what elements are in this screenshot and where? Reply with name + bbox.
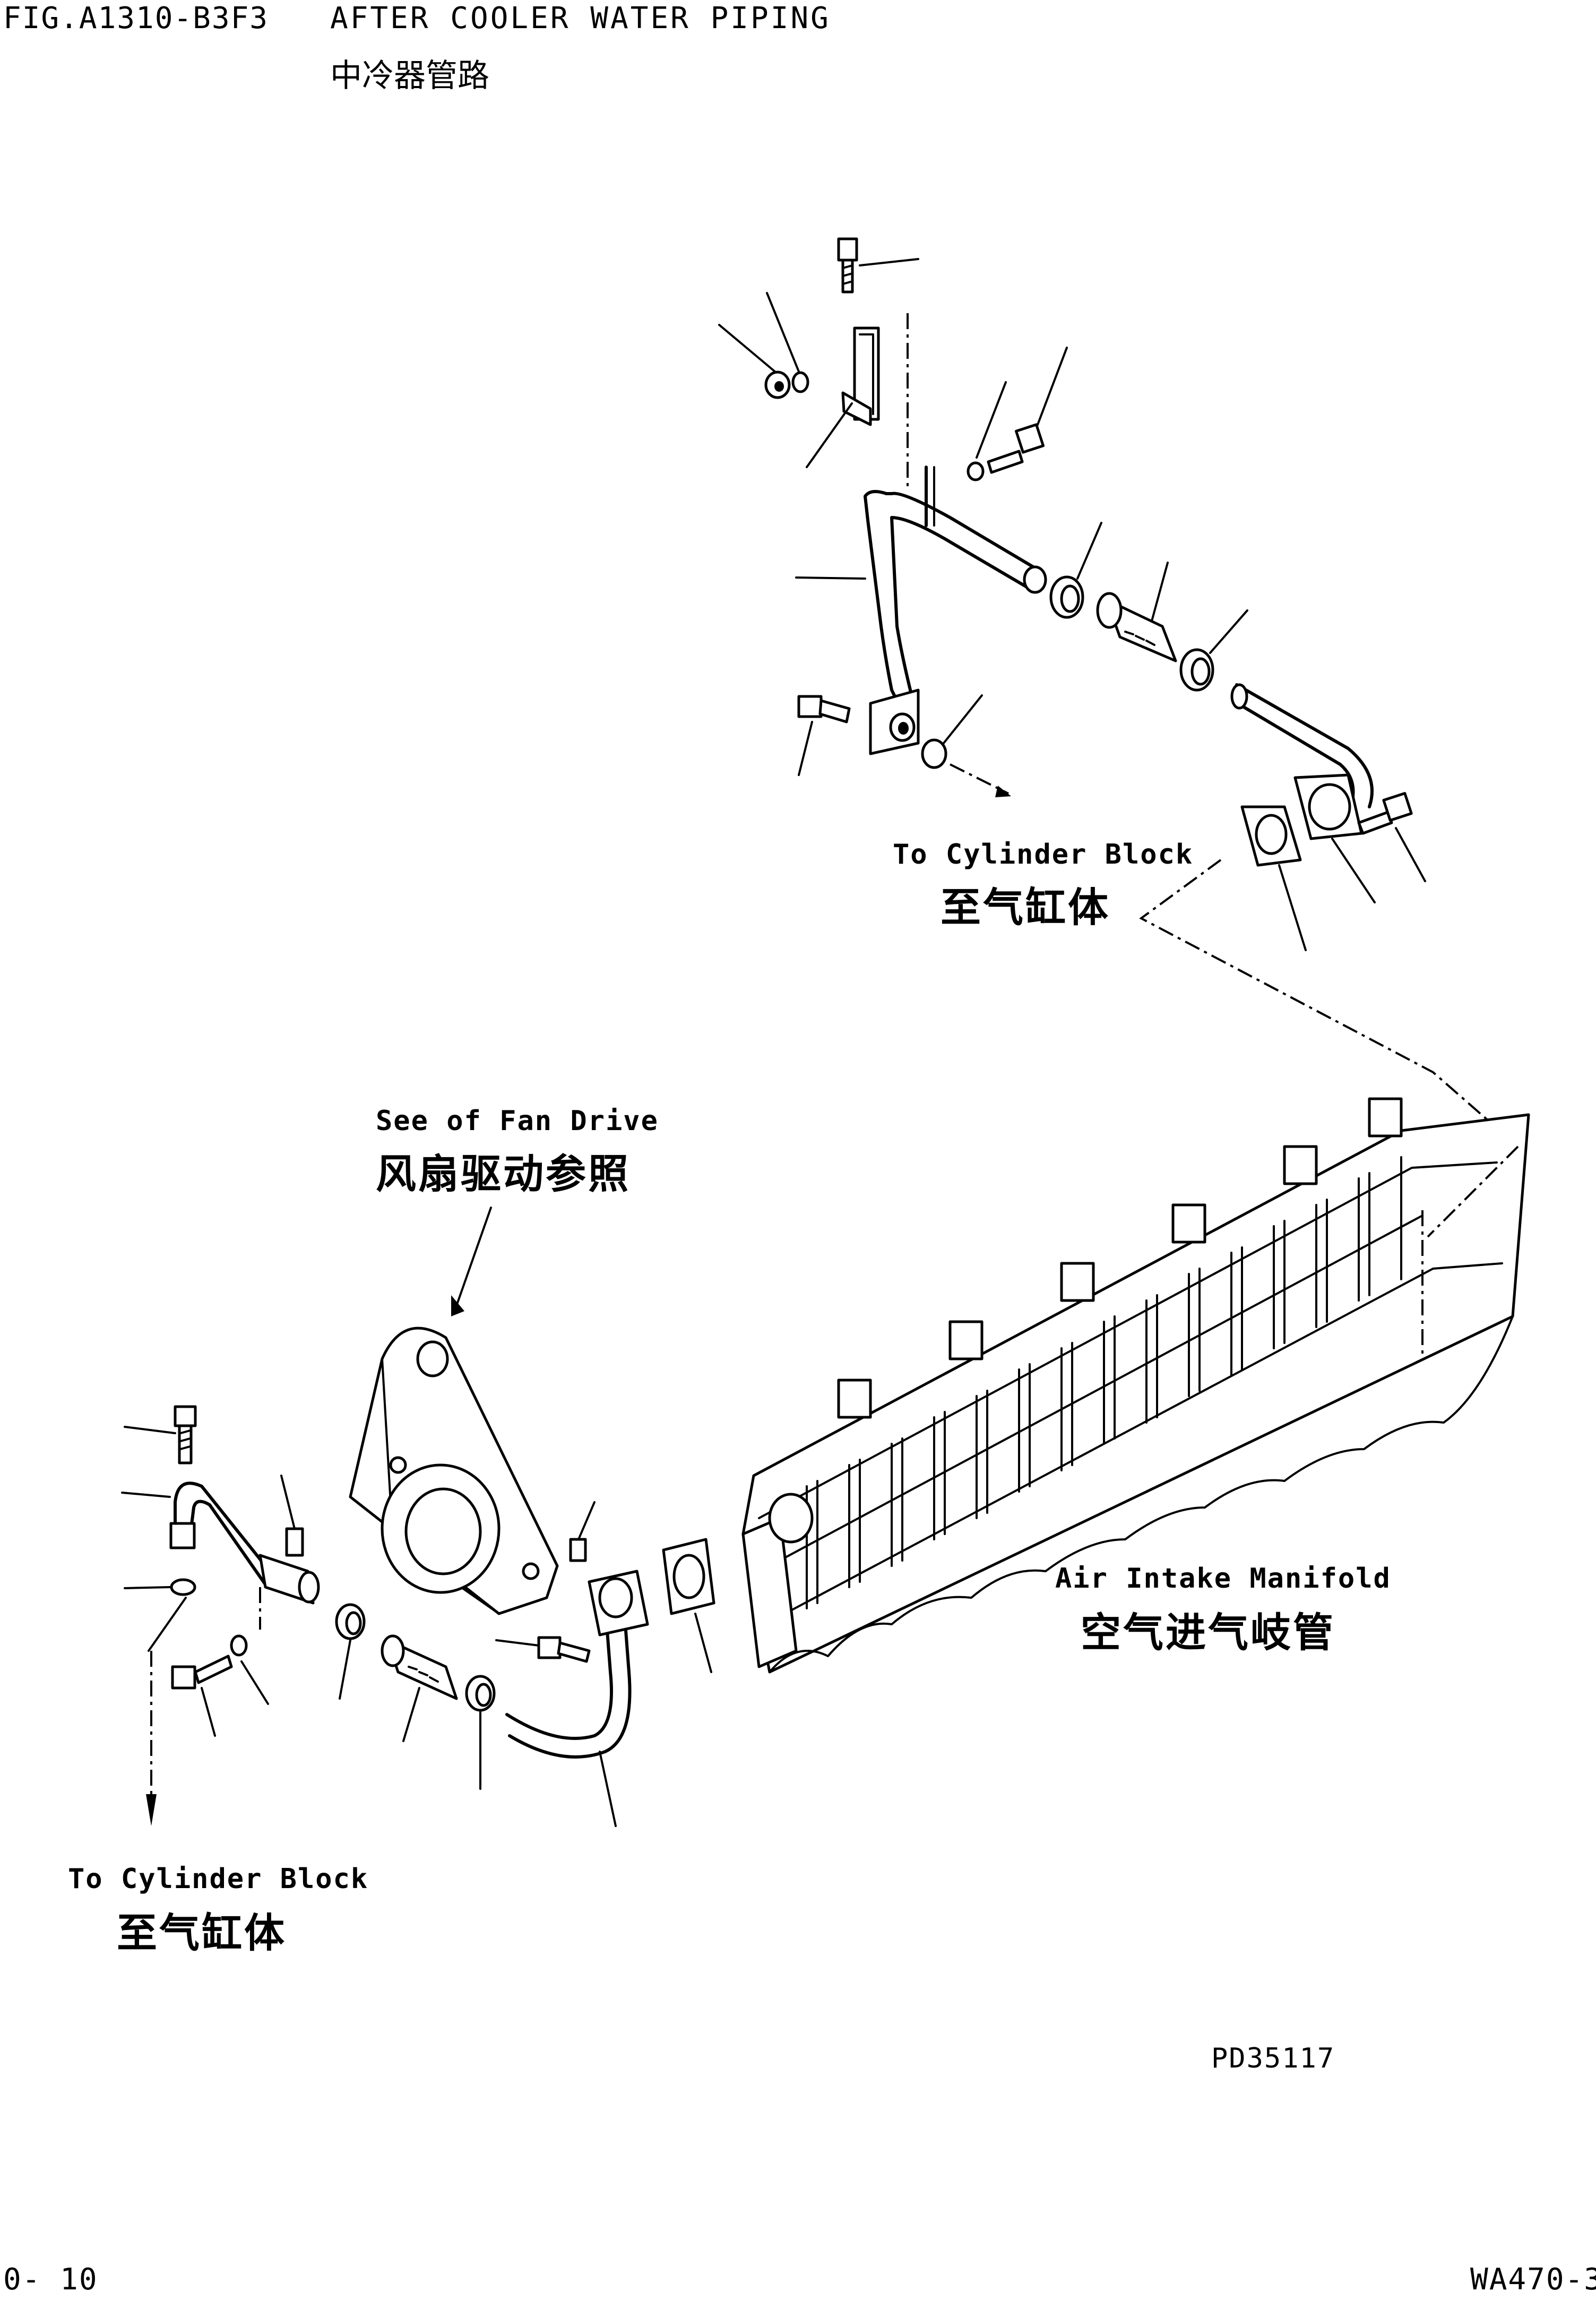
figure-code: FIG.A1310-B3F3 bbox=[3, 1, 269, 36]
flow-connection-line bbox=[1139, 859, 1519, 1148]
upper-pipe-assembly bbox=[718, 237, 1426, 951]
lower-hose-clamp-2 bbox=[465, 1675, 496, 1790]
manifold-bosses bbox=[837, 1097, 1403, 1419]
o-ring bbox=[921, 694, 1011, 797]
figure-title-chinese: 中冷器管路 bbox=[330, 57, 489, 94]
fan-drive-bracket bbox=[349, 1207, 559, 1615]
label-to-cylinder-block-lower-cn: 至气缸体 bbox=[117, 1909, 287, 1957]
label-to-cylinder-block-upper-cn: 至气缸体 bbox=[941, 884, 1110, 931]
bolt-top bbox=[837, 237, 858, 294]
manifold-ribs bbox=[806, 1156, 1402, 1609]
gasket-lower bbox=[662, 1538, 715, 1673]
pipe-flange bbox=[869, 688, 920, 755]
lower-bolt-top bbox=[124, 1405, 197, 1465]
water-pipe-upper bbox=[795, 466, 1047, 713]
model-code: WA470-3 bbox=[1470, 2262, 1596, 2297]
leader-line bbox=[806, 402, 853, 468]
lower-washer-bolt bbox=[171, 1634, 269, 1737]
nut-and-washer bbox=[718, 292, 809, 399]
gasket-upper bbox=[1240, 805, 1307, 951]
lower-small-fitting bbox=[569, 1501, 596, 1562]
figure-title: AFTER COOLER WATER PIPING bbox=[330, 1, 831, 36]
lower-hose bbox=[381, 1634, 458, 1742]
lower-pipe-assembly bbox=[121, 1405, 649, 1827]
bolt-and-washer-right bbox=[967, 347, 1068, 481]
lower-flange-bolt bbox=[495, 1636, 591, 1663]
lower-o-ring bbox=[170, 1578, 196, 1596]
clamp-bracket bbox=[841, 326, 880, 426]
hose-upper bbox=[1096, 562, 1177, 662]
label-to-cylinder-block-upper: To Cylinder Block bbox=[893, 839, 1194, 871]
leader-line bbox=[859, 258, 919, 266]
label-see-fan-drive-cn: 风扇驱动参照 bbox=[376, 1150, 631, 1198]
air-intake-manifold bbox=[741, 1097, 1530, 1674]
lower-pipe-fitting bbox=[169, 1522, 196, 1549]
flange-bolt bbox=[797, 695, 851, 776]
drawing-id: PD35117 bbox=[1211, 2043, 1335, 2074]
cover-bolt bbox=[1357, 791, 1426, 882]
label-air-intake-manifold-cn: 空气进气岐管 bbox=[1081, 1609, 1335, 1656]
cover-flange bbox=[1293, 773, 1376, 903]
page-number: 0- 10 bbox=[3, 2262, 98, 2297]
lower-bent-pipe bbox=[505, 1570, 649, 1827]
lower-hose-clamp-1 bbox=[335, 1603, 366, 1700]
label-to-cylinder-block-lower: To Cylinder Block bbox=[68, 1863, 369, 1895]
lower-elbow-pipe bbox=[174, 1481, 267, 1567]
hose-clamp-2 bbox=[1179, 609, 1248, 692]
label-see-fan-drive: See of Fan Drive bbox=[376, 1105, 659, 1137]
lower-clamp-block bbox=[258, 1475, 320, 1630]
hose-clamp-1 bbox=[1049, 522, 1102, 619]
label-air-intake-manifold: Air Intake Manifold bbox=[1055, 1563, 1391, 1595]
